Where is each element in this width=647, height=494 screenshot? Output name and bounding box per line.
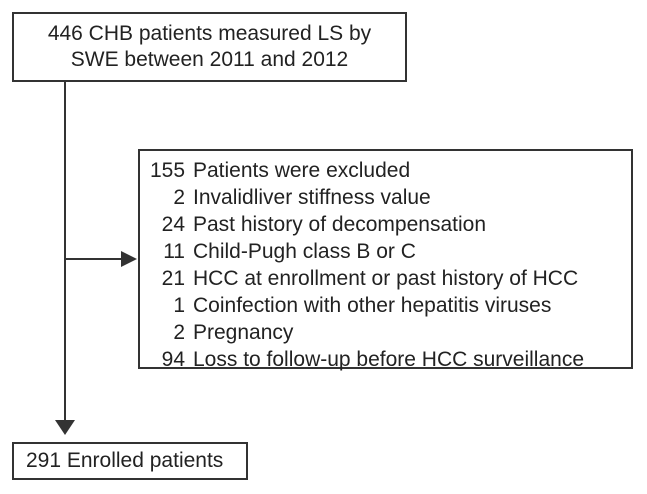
excluded-row-label: Loss to follow-up before HCC surveillanc…: [193, 348, 585, 371]
excluded-row-label: Patients were excluded: [193, 159, 411, 182]
box-enrolled-patients: 291 Enrolled patients: [12, 442, 248, 480]
excluded-row-label: Coinfection with other hepatitis viruses: [193, 294, 552, 317]
excluded-row-count: 24: [161, 213, 185, 236]
excluded-list: 155 Patients were excluded 2 Invalidlive…: [150, 157, 625, 373]
box-excluded-patients: 155 Patients were excluded 2 Invalidlive…: [138, 149, 633, 371]
connector-horizontal-line: [65, 258, 122, 260]
excluded-row-label: Pregnancy: [193, 321, 294, 344]
connector-vertical-line: [64, 82, 66, 420]
excluded-row-count: 1: [173, 294, 185, 317]
excluded-row-label: HCC at enrollment or past history of HCC: [193, 267, 579, 290]
excluded-row-label: Child-Pugh class B or C: [193, 240, 416, 263]
excluded-row-count: 155: [150, 159, 186, 182]
excluded-row-count: 21: [161, 267, 185, 290]
excluded-row-count: 11: [163, 240, 185, 263]
total-patients-line1: 446 CHB patients measured LS by: [47, 22, 372, 45]
excluded-row-count: 2: [173, 186, 185, 209]
arrowhead-right-icon: [121, 251, 137, 267]
arrowhead-down-icon: [55, 420, 75, 435]
box-total-patients: 446 CHB patients measured LS by SWE betw…: [12, 12, 407, 82]
excluded-row-label: Past history of decompensation: [193, 213, 486, 236]
total-patients-line2: SWE between 2011 and 2012: [70, 48, 349, 71]
enrolled-patients-label: 291 Enrolled patients: [26, 449, 224, 472]
excluded-row-count: 2: [173, 321, 185, 344]
excluded-row-count: 94: [161, 348, 185, 371]
excluded-row-label: Invalidliver stiffness value: [193, 186, 431, 209]
